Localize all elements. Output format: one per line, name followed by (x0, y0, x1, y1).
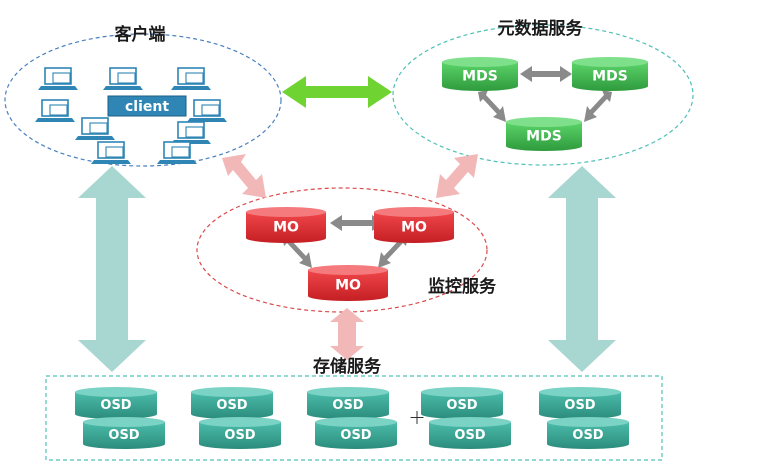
database-cylinder-icon: MDS (442, 57, 518, 91)
client-group-boundary (4, 33, 282, 167)
client-laptops (35, 67, 227, 164)
node-label: OSD (564, 398, 595, 413)
node-label: MDS (462, 68, 498, 84)
node-label: OSD (340, 428, 371, 443)
metadata-service-title: 元数据服务 (498, 18, 584, 39)
node-label: MO (273, 219, 299, 235)
database-cylinder-icon: OSD (547, 417, 629, 449)
database-cylinder-icon: MO (308, 265, 388, 301)
metadata-nodes: MDS MDS MDS (442, 57, 648, 151)
database-cylinder-icon: MDS (506, 117, 582, 151)
database-cylinder-icon: OSD (307, 387, 389, 419)
monitor-storage-arrow (330, 308, 364, 360)
database-cylinder-icon: OSD (199, 417, 281, 449)
database-cylinder-icon: OSD (539, 387, 621, 419)
client-storage-arrow (78, 166, 146, 372)
laptop-icon (157, 141, 197, 164)
metadata-group-boundary (392, 24, 694, 166)
node-label: OSD (332, 398, 363, 413)
monitor-service-title: 监控服务 (428, 276, 497, 297)
database-cylinder-icon: OSD (75, 387, 157, 419)
metadata-monitor-arrow (436, 154, 478, 198)
node-label: MO (335, 277, 361, 293)
database-cylinder-icon: OSD (83, 417, 165, 449)
node-label: OSD (224, 428, 255, 443)
database-cylinder-icon: OSD (191, 387, 273, 419)
database-cylinder-icon: MO (374, 207, 454, 243)
client-box: client (107, 95, 187, 117)
database-cylinder-icon: OSD (315, 417, 397, 449)
laptop-icon (35, 99, 75, 122)
storage-nodes: OSD OSD OSD OSD OSD OSD OSD OSD OSD OSD (75, 387, 629, 449)
storage-group-boundary (45, 375, 663, 461)
laptop-icon (38, 67, 78, 90)
node-label: OSD (216, 398, 247, 413)
laptop-icon (171, 67, 211, 90)
node-label: OSD (108, 428, 139, 443)
database-cylinder-icon: OSD (421, 387, 503, 419)
node-label: OSD (454, 428, 485, 443)
laptop-icon (171, 121, 211, 144)
monitor-group-boundary (196, 187, 488, 313)
node-label: MDS (592, 68, 628, 84)
database-cylinder-icon: OSD (429, 417, 511, 449)
laptop-icon (187, 99, 227, 122)
laptop-icon (91, 141, 131, 164)
mds-links (478, 66, 612, 122)
monitor-nodes: MO MO MO (246, 207, 454, 301)
node-label: OSD (100, 398, 131, 413)
metadata-storage-arrow (548, 166, 616, 372)
double-arrow-icon (282, 76, 392, 108)
node-label: OSD (572, 428, 603, 443)
client-monitor-arrow (222, 154, 266, 198)
crosshair-cursor-icon (410, 411, 424, 424)
client-label: client (125, 99, 169, 115)
storage-service-title: 存储服务 (313, 356, 382, 377)
laptop-icon (75, 117, 115, 140)
node-label: MDS (526, 128, 562, 144)
laptop-icon (103, 67, 143, 90)
node-label: MO (401, 219, 427, 235)
node-label: OSD (446, 398, 477, 413)
database-cylinder-icon: MO (246, 207, 326, 243)
client-group-title: 客户端 (114, 24, 166, 45)
database-cylinder-icon: MDS (572, 57, 648, 91)
